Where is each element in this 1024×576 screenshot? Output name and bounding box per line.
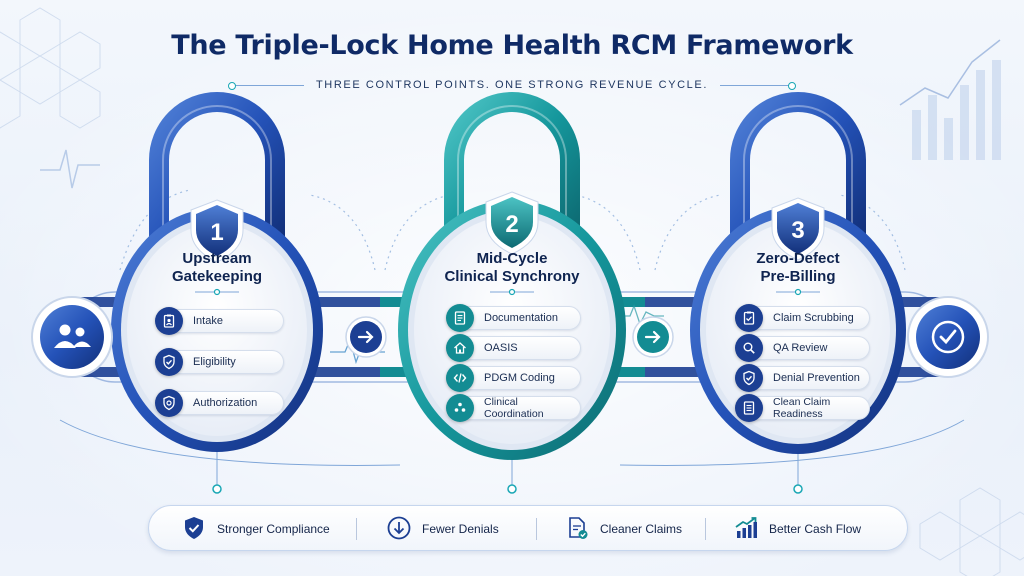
- lock-3-item-clean-claim-readiness: Clean Claim Readiness: [735, 394, 870, 422]
- shield-check-icon: [181, 515, 207, 544]
- lock-3-item-label: Claim Scrubbing: [773, 312, 854, 324]
- shield-check-icon: [735, 364, 763, 392]
- lock-1-item-label: Intake: [193, 315, 223, 327]
- document-icon: [446, 304, 474, 332]
- flow-arrow-icon: [632, 316, 674, 358]
- benefit-divider: [356, 518, 357, 540]
- subtitle-rule-right: [720, 81, 796, 90]
- lock-1-item-authorization: Authorization: [155, 389, 284, 417]
- lock-2-title-line2: Clinical Synchrony: [444, 268, 580, 285]
- lock-1-item-eligibility: Eligibility: [155, 348, 284, 376]
- lock-3-item-qa-review: QA Review: [735, 334, 870, 362]
- lock-2-number: 2: [505, 211, 518, 238]
- lock-3-item-label: Denial Prevention: [773, 372, 860, 384]
- shield-check-icon: [155, 348, 183, 376]
- benefit-divider: [705, 518, 706, 540]
- benefit-label: Better Cash Flow: [769, 522, 862, 536]
- lock-1-title-line2: Gatekeeping: [171, 268, 263, 285]
- lock-2-title: Mid-Cycle Clinical Synchrony: [422, 250, 602, 286]
- users-icon: [31, 296, 113, 378]
- document-list-icon: [735, 394, 763, 422]
- team-icon: [446, 394, 474, 422]
- lock-1-title: Upstream Gatekeeping: [127, 250, 307, 286]
- shield-icon: [155, 389, 183, 417]
- lock-2-item-label: Documentation: [484, 312, 558, 324]
- lock-3-item-label: QA Review: [773, 342, 828, 354]
- benefit-divider: [536, 518, 537, 540]
- lock-3-title: Zero-Defect Pre-Billing: [708, 250, 888, 286]
- decorative-bar-chart: [912, 60, 1001, 160]
- benefit-better-cash-flow: Better Cash Flow: [733, 506, 861, 552]
- lock-2-item-label: Clinical Coordination: [484, 396, 544, 420]
- lock-3-item-denial-prevention: Denial Prevention: [735, 364, 870, 392]
- benefit-cleaner-claims: Cleaner Claims: [564, 506, 682, 552]
- lock-1-item-intake: Intake: [155, 307, 284, 335]
- lock-3-title-line2: Pre-Billing: [760, 268, 836, 285]
- lock-2-item-documentation: Documentation: [446, 304, 581, 332]
- subtitle-rule-left: [227, 81, 304, 90]
- lock-1-title-line1: Upstream: [182, 250, 252, 267]
- lock-1-number: 1: [210, 219, 223, 246]
- bar-chart-up-icon: [733, 515, 759, 544]
- magnifier-icon: [735, 334, 763, 362]
- lock-2-title-line1: Mid-Cycle: [476, 250, 548, 267]
- lock-3-title-line1: Zero-Defect: [756, 250, 840, 267]
- benefits-bar: Stronger Compliance Fewer Denials Cleane…: [148, 505, 908, 551]
- lock-2-item-label: PDGM Coding: [484, 372, 555, 384]
- decorative-heartbeat: [40, 149, 100, 189]
- clipboard-user-icon: [155, 307, 183, 335]
- page-subtitle: THREE CONTROL POINTS. ONE STRONG REVENUE…: [315, 79, 708, 91]
- home-icon: [446, 334, 474, 362]
- benefit-fewer-denials: Fewer Denials: [386, 506, 499, 552]
- benefit-label: Cleaner Claims: [600, 522, 683, 536]
- decorative-trend-line: [899, 39, 1001, 106]
- benefit-label: Stronger Compliance: [217, 522, 330, 536]
- checkmark-circle-icon: [907, 296, 989, 378]
- hexagon-pattern-right: [919, 487, 1024, 576]
- lock-3-item-claim-scrubbing: Claim Scrubbing: [735, 304, 870, 332]
- lock-1-item-label: Authorization: [193, 397, 258, 409]
- code-icon: [446, 364, 474, 392]
- benefit-label: Fewer Denials: [422, 522, 499, 536]
- subtitle-row: THREE CONTROL POINTS. ONE STRONG REVENUE…: [0, 76, 1024, 94]
- down-arrow-circle-icon: [386, 515, 412, 544]
- lock-1-item-label: Eligibility: [193, 356, 236, 368]
- clipboard-check-icon: [735, 304, 763, 332]
- hexagon-pattern-left: [0, 7, 101, 129]
- benefit-stronger-compliance: Stronger Compliance: [181, 506, 330, 552]
- document-check-icon: [564, 515, 590, 544]
- lock-3-number: 3: [791, 217, 804, 244]
- lock-3-item-label: Clean Claim Readiness: [773, 396, 831, 420]
- lock-2-item-pdgm-coding: PDGM Coding: [446, 364, 581, 392]
- flow-arrow-icon: [345, 316, 387, 358]
- page-title: The Triple-Lock Home Health RCM Framewor…: [171, 30, 853, 61]
- lock-2-item-label: OASIS: [484, 342, 518, 354]
- lock-2-item-oasis: OASIS: [446, 334, 581, 362]
- lock-2-item-clinical-coordination: Clinical Coordination: [446, 394, 581, 422]
